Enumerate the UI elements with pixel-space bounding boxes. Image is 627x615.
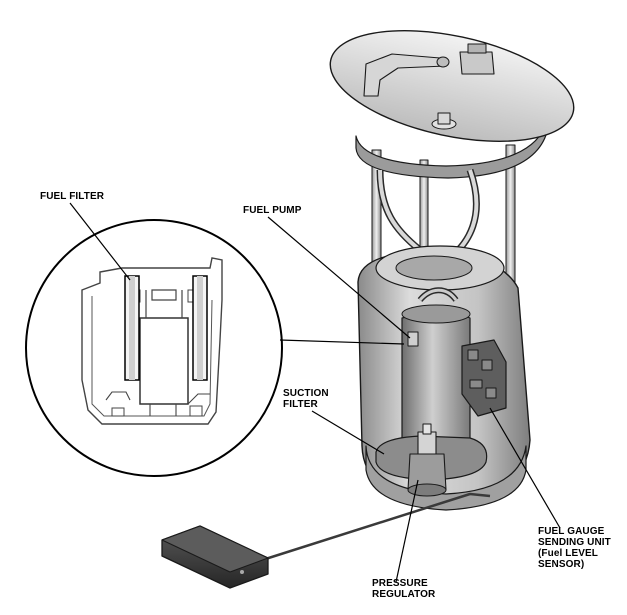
label-fuel-pump: FUEL PUMP (243, 205, 302, 216)
label-pressure-regulator-line-2: REGULATOR (372, 589, 436, 600)
leader-fuel-pump (267, 216, 411, 339)
label-fuel-filter: FUEL FILTER (40, 191, 105, 202)
label-fuel-gauge-line-2: SENDING UNIT (538, 537, 611, 548)
label-suction-filter: SUCTION FILTER (283, 388, 329, 410)
leader-fuel-filter (69, 202, 131, 281)
label-fuel-gauge-sending-unit: FUEL GAUGE SENDING UNIT (Fuel LEVEL SENS… (538, 526, 611, 570)
label-fuel-gauge-line-4: SENSOR) (538, 559, 585, 570)
leader-lines (69, 202, 561, 583)
label-pressure-regulator: PRESSURE REGULATOR (372, 578, 435, 600)
pump-assembly-illustration (161, 30, 575, 589)
leader-suction-filter (311, 410, 385, 455)
leader-inset-to-assembly (279, 339, 405, 345)
label-pressure-regulator-line-1: PRESSURE (372, 578, 428, 589)
label-fuel-gauge-line-1: FUEL GAUGE (538, 526, 605, 537)
leader-pressure-regulator (395, 479, 419, 583)
leader-fuel-gauge (489, 407, 561, 529)
fuel-filter-inset (25, 219, 283, 477)
label-suction-filter-line-1: SUCTION (283, 388, 329, 399)
label-fuel-gauge-line-3: (Fuel LEVEL (538, 548, 598, 559)
label-suction-filter-line-2: FILTER (283, 399, 318, 410)
